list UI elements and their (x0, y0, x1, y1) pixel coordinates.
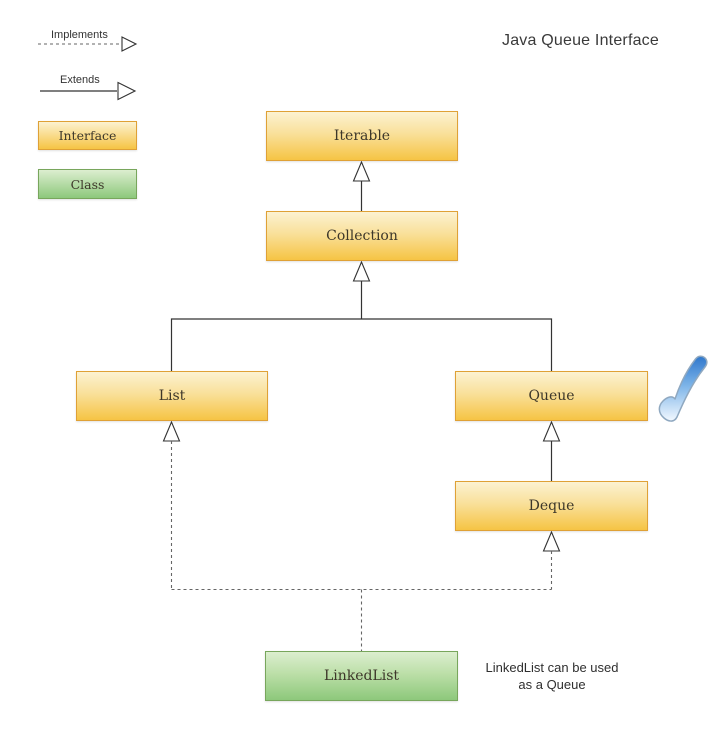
node-linkedlist-label: LinkedList (323, 668, 400, 684)
legend-class-swatch: Class (38, 169, 137, 199)
node-collection: Collection (266, 211, 458, 261)
annotation-line1: LinkedList can be used (485, 660, 619, 675)
edge-list-queue-extend-collection (170, 260, 553, 371)
edge-collection-extends-iterable (352, 160, 371, 211)
check-mark-icon (658, 355, 708, 422)
node-list: List (76, 371, 268, 421)
annotation-note: LinkedList can be used as a Queue (472, 659, 632, 693)
node-deque: Deque (455, 481, 648, 531)
node-queue-label: Queue (528, 388, 575, 404)
node-queue: Queue (455, 371, 648, 421)
edge-linkedlist-implements-list (162, 420, 181, 590)
legend-extends-label: Extends (60, 74, 100, 86)
node-linkedlist: LinkedList (265, 651, 458, 701)
edge-linkedlist-implements-deque (542, 530, 561, 590)
annotation-line2: as a Queue (518, 677, 586, 692)
node-collection-label: Collection (326, 228, 398, 244)
edge-linkedlist-bus (171, 588, 552, 651)
node-iterable-label: Iterable (333, 128, 391, 144)
node-iterable: Iterable (266, 111, 458, 161)
legend-class-label: Class (70, 176, 105, 192)
node-list-label: List (158, 388, 186, 404)
legend-interface-label: Interface (58, 128, 117, 143)
node-deque-label: Deque (528, 498, 575, 514)
page-title: Java Queue Interface (502, 32, 659, 49)
edge-deque-extends-queue (542, 420, 561, 481)
legend-implements-label: Implements (51, 29, 108, 41)
legend-interface-swatch: Interface (38, 121, 137, 150)
